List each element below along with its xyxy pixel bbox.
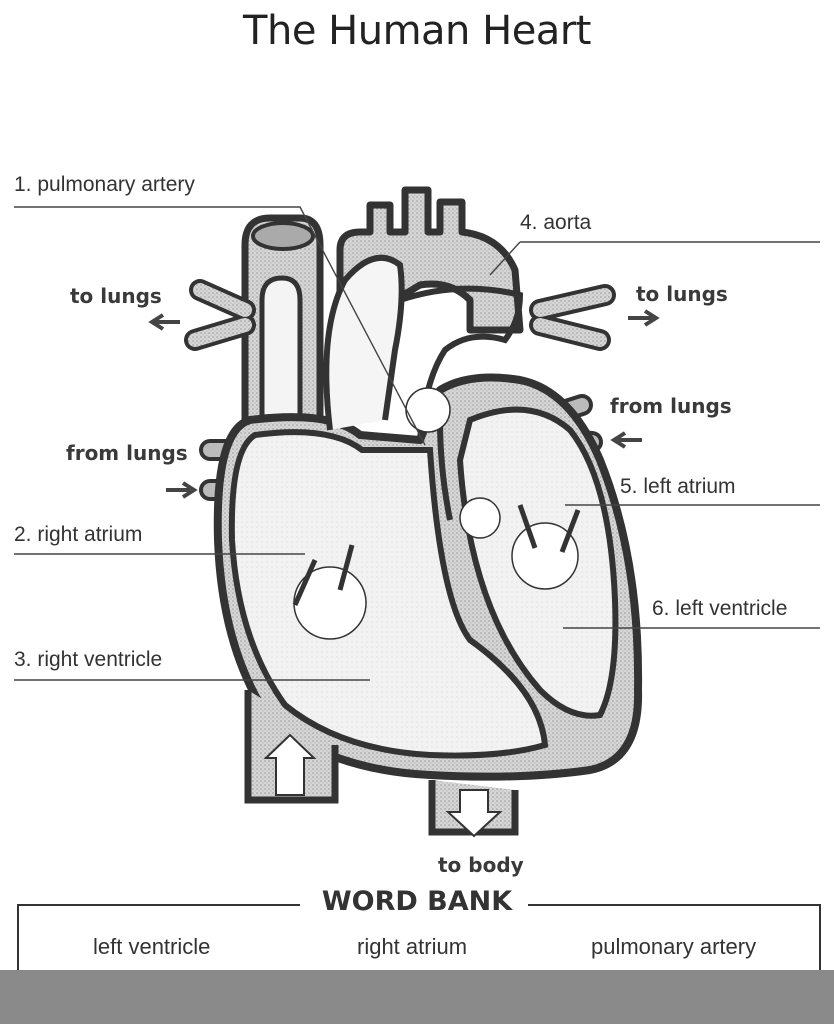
word-bank-item: pulmonary artery bbox=[591, 934, 757, 959]
leader-lines bbox=[14, 206, 820, 681]
aorta-inner bbox=[399, 285, 524, 521]
scan-edge-bar bbox=[0, 970, 834, 1024]
page-title: The Human Heart bbox=[243, 8, 591, 54]
label-pulmonary-artery: 1. pulmonary artery bbox=[14, 173, 195, 196]
word-bank-item: right atrium bbox=[357, 934, 468, 959]
flow-to-body: to body bbox=[438, 853, 524, 877]
label-left-ventricle: 6. left ventricle bbox=[652, 597, 788, 620]
flow-to-lungs-right: to lungs bbox=[636, 282, 728, 306]
flow-from-lungs-right: from lungs bbox=[610, 394, 732, 418]
label-left-atrium: 5. left atrium bbox=[620, 475, 736, 498]
heart-body bbox=[213, 373, 643, 781]
label-right-atrium: 2. right atrium bbox=[14, 523, 143, 546]
flow-from-lungs-left: from lungs bbox=[66, 441, 188, 465]
label-right-ventricle: 3. right ventricle bbox=[14, 648, 163, 671]
flow-to-lungs-left: to lungs bbox=[70, 284, 162, 308]
superior-vena-cava bbox=[241, 214, 324, 460]
flow-arrows bbox=[148, 309, 660, 499]
word-bank-title: WORD BANK bbox=[321, 886, 513, 917]
pulmonary-artery-trunk bbox=[323, 254, 405, 431]
word-bank-box bbox=[17, 904, 821, 975]
valves bbox=[292, 387, 581, 640]
label-aorta: 4. aorta bbox=[520, 211, 592, 234]
descending-aorta bbox=[428, 780, 519, 838]
word-bank-item: left ventricle bbox=[93, 934, 211, 959]
inferior-vena-cava bbox=[244, 690, 339, 804]
